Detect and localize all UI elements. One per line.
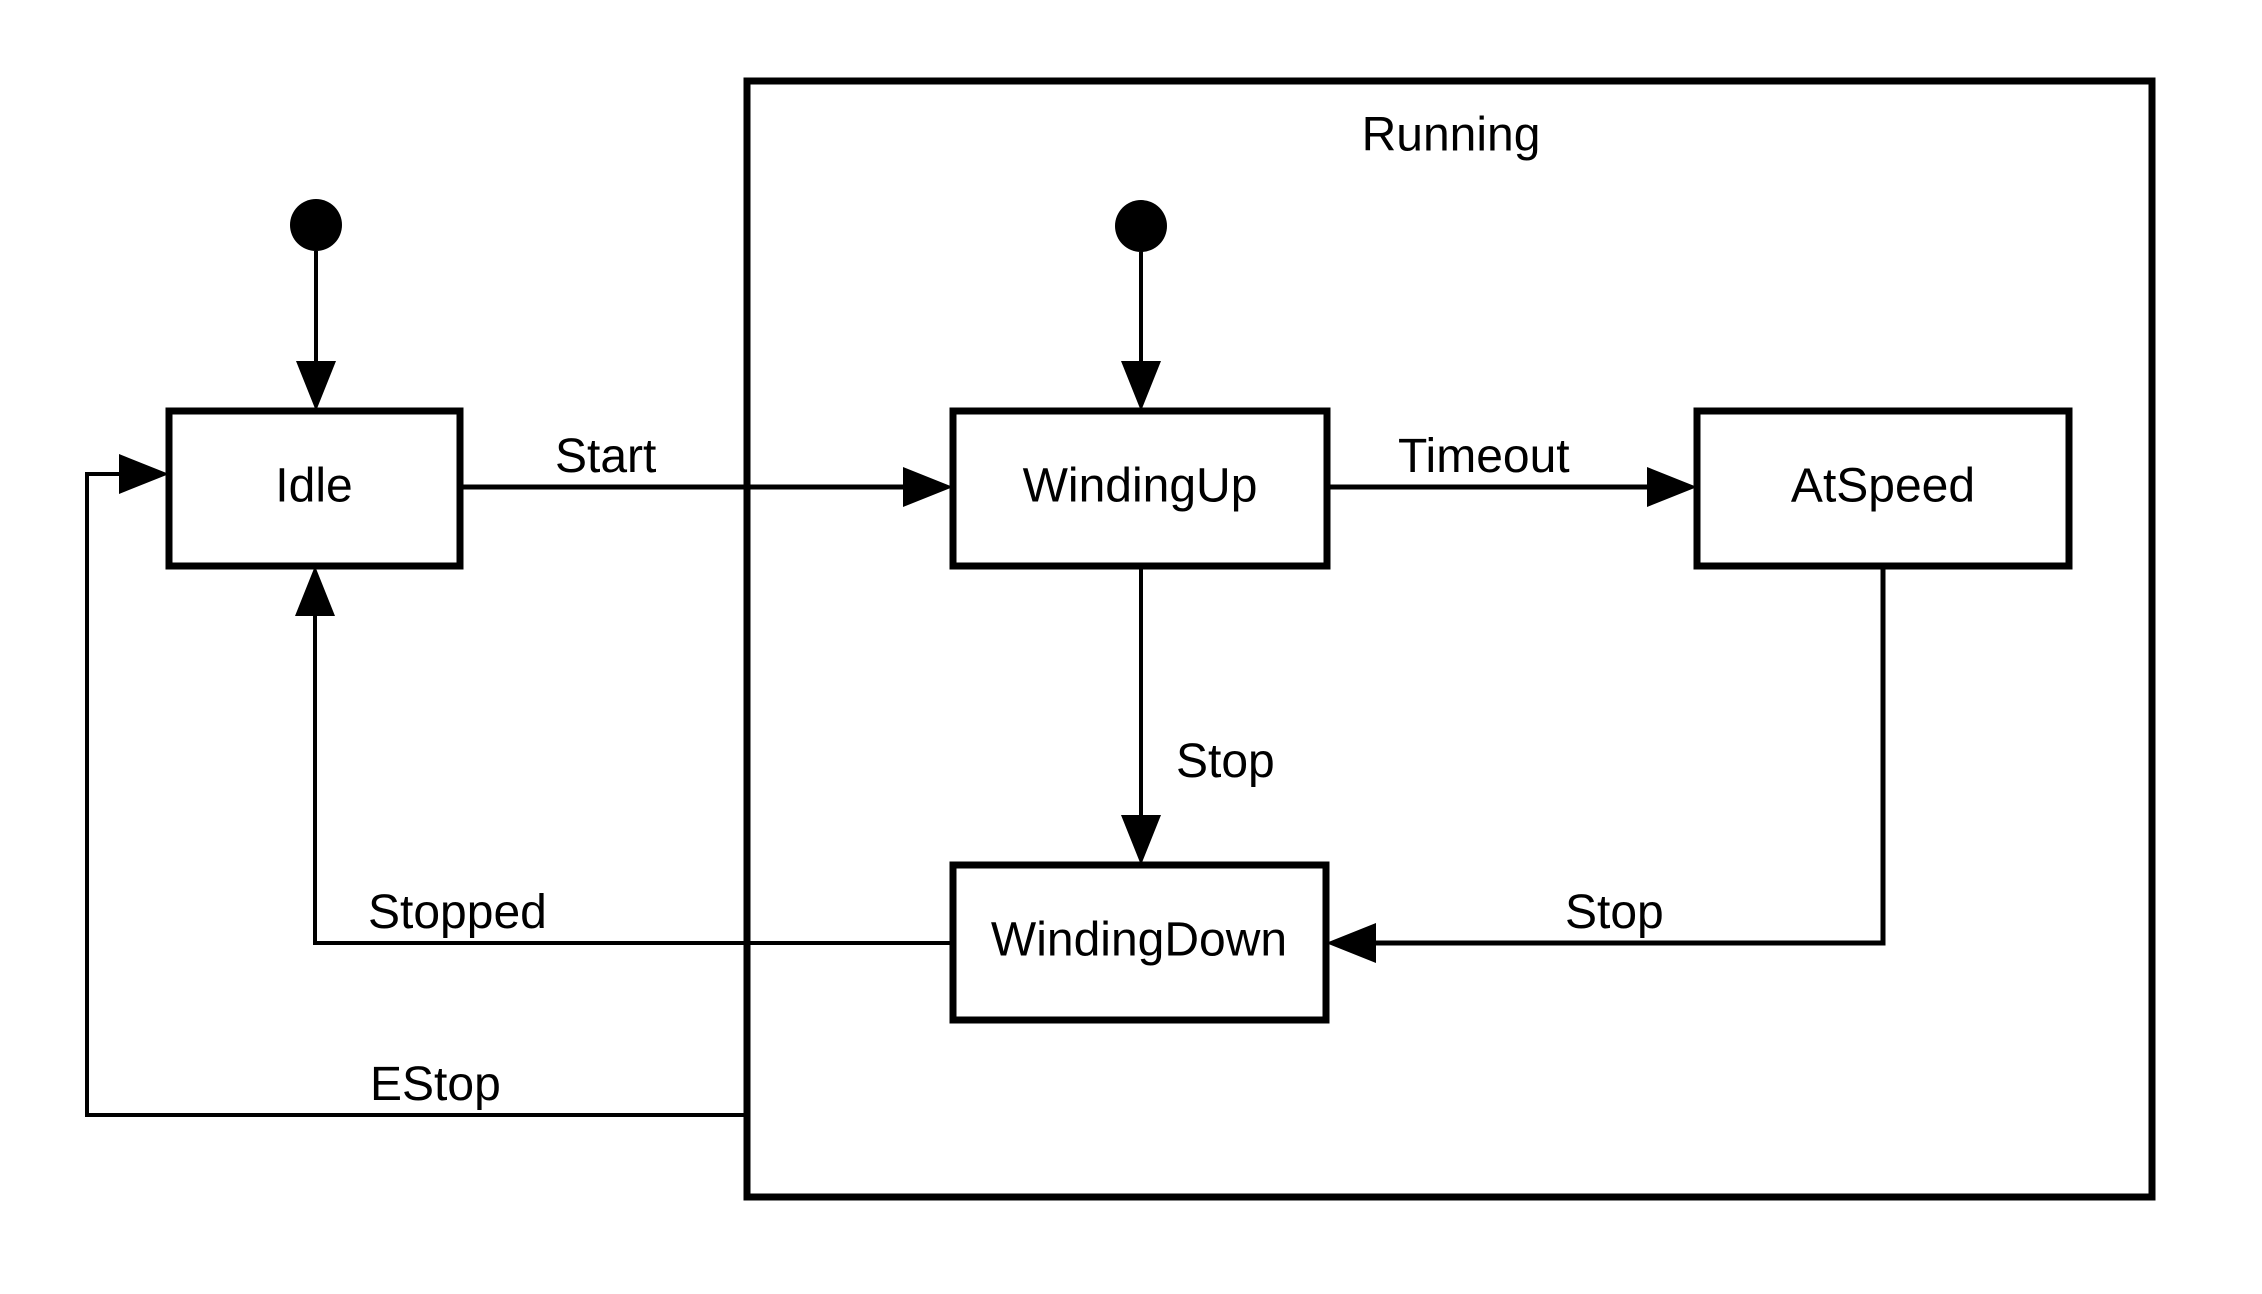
state-windingup-box[interactable] [949, 407, 1331, 570]
transition-label-timeout: Timeout [1398, 430, 1570, 483]
transition-label-stopped: Stopped [368, 886, 547, 939]
transition-label-start: Start [555, 430, 656, 483]
edge-atspeed-to-windingdown[interactable] [1352, 566, 1886, 946]
transition-label-stop-atspeed: Stop [1565, 886, 1664, 939]
edge-windingdown-to-idle[interactable] [313, 592, 953, 945]
composite-state-running[interactable] [743, 77, 2156, 1201]
arrow-head-timeout [1647, 467, 1697, 507]
initial-pseudostate-windingup[interactable] [1115, 200, 1167, 252]
arrow-head-start [903, 467, 953, 507]
state-atspeed-box[interactable] [1693, 407, 2073, 570]
state-atspeed-label: AtSpeed [1791, 460, 1975, 513]
transition-label-estop: EStop [370, 1058, 501, 1111]
transition-label-stop-windingup: Stop [1176, 735, 1275, 788]
state-idle[interactable]: Idle [165, 407, 464, 570]
arrow-head-stop-windingup [1121, 815, 1161, 865]
arrow-head-initial-to-windingup [1121, 361, 1161, 411]
state-windingdown-box[interactable] [949, 861, 1330, 1024]
state-windingdown[interactable]: WindingDown [949, 861, 1330, 1024]
state-windingup[interactable]: WindingUp [949, 407, 1331, 570]
state-idle-box[interactable] [165, 407, 464, 570]
arrow-head-stopped [295, 566, 335, 616]
arrow-head-initial-to-idle [296, 361, 336, 411]
arrow-head-estop [119, 454, 169, 494]
state-windingdown-label: WindingDown [991, 914, 1287, 967]
state-windingup-label: WindingUp [1023, 460, 1258, 513]
edge-running-to-idle-estop[interactable] [85, 472, 747, 1117]
initial-pseudostate-idle[interactable] [290, 199, 342, 251]
state-idle-label: Idle [275, 460, 352, 513]
arrow-head-stop-atspeed [1326, 923, 1376, 963]
composite-state-running-label: Running [1362, 109, 1541, 162]
state-atspeed[interactable]: AtSpeed [1693, 407, 2073, 570]
